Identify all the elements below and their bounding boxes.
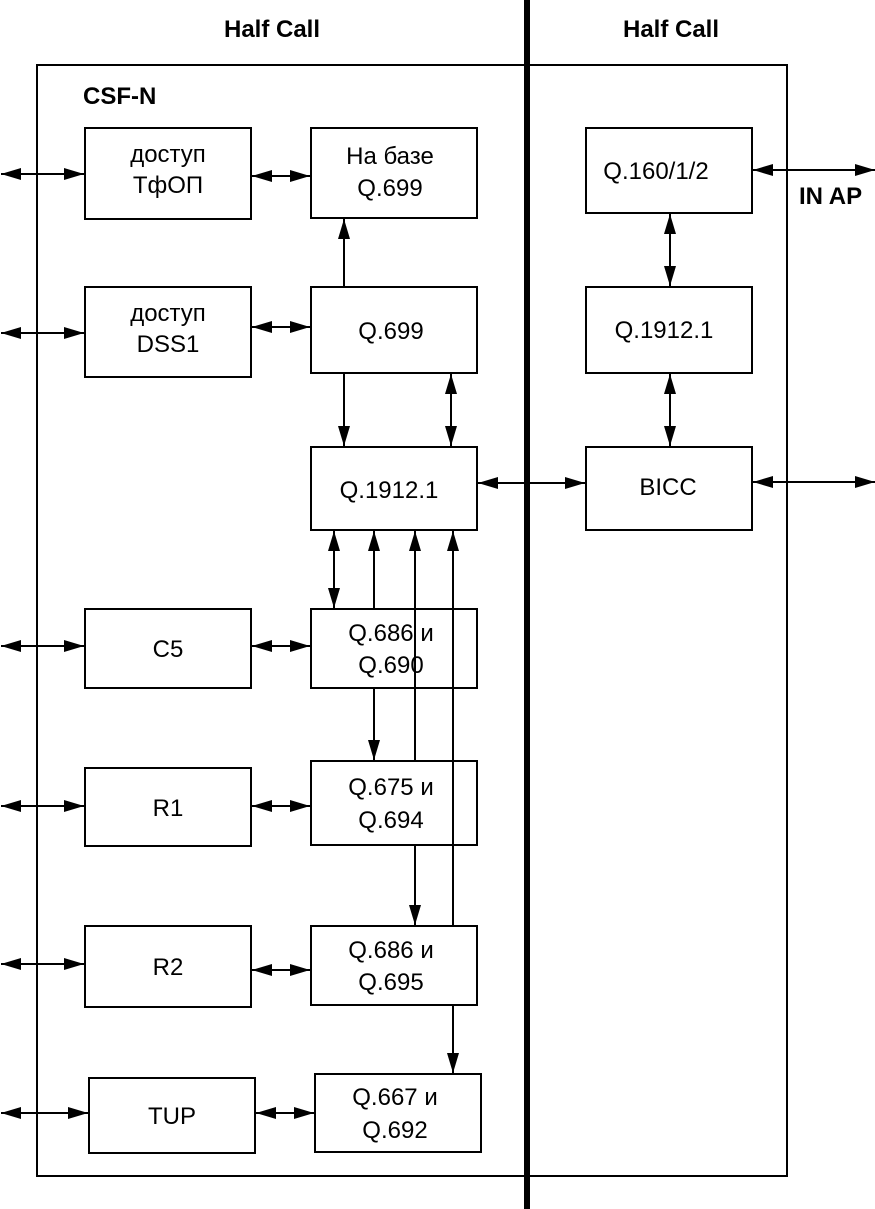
block-q675-694: Q.675 и Q.694 bbox=[310, 760, 478, 846]
block-label-line2: Q.695 bbox=[358, 969, 423, 996]
block-pstn-access: доступ ТфОП bbox=[84, 127, 252, 220]
block-label-line2: Q.694 bbox=[358, 807, 423, 834]
block-label-line1: R1 bbox=[153, 795, 184, 822]
block-label-line1: Q.686 и bbox=[348, 620, 433, 647]
block-dss1-access: доступ DSS1 bbox=[84, 286, 252, 378]
block-r1: R1 bbox=[84, 767, 252, 847]
block-q667-692: Q.667 и Q.692 bbox=[314, 1073, 482, 1153]
block-label-line1: Q.1912.1 bbox=[615, 317, 714, 344]
in-ap-label: IN AP bbox=[799, 183, 862, 210]
block-q1912-right: Q.1912.1 bbox=[585, 286, 753, 374]
block-q699: Q.699 bbox=[310, 286, 478, 374]
block-label-line1: доступ bbox=[130, 300, 206, 327]
block-c5: C5 bbox=[84, 608, 252, 689]
block-label-line1: BICC bbox=[639, 474, 696, 501]
block-label-line1: Q.667 и bbox=[352, 1084, 437, 1111]
block-tup: TUP bbox=[88, 1077, 256, 1154]
block-label-line1: Q.699 bbox=[358, 318, 423, 345]
block-label-line1: Q.686 и bbox=[348, 937, 433, 964]
block-label-line1: Q.160/1/2 bbox=[603, 158, 708, 185]
block-q1912-left: Q.1912.1 bbox=[310, 446, 478, 531]
block-label-line2: DSS1 bbox=[137, 331, 200, 358]
block-bicc: BICC bbox=[585, 446, 753, 531]
block-q686-690: Q.686 и Q.690 bbox=[310, 608, 478, 689]
right-half-call-header: Half Call bbox=[623, 16, 719, 43]
block-label-line1: доступ bbox=[130, 141, 206, 168]
block-label-line2: Q.690 bbox=[358, 652, 423, 679]
block-label-line1: C5 bbox=[153, 636, 184, 663]
block-label-line1: Q.675 и bbox=[348, 774, 433, 801]
block-label-line1: R2 bbox=[153, 954, 184, 981]
block-label-line1: Q.1912.1 bbox=[340, 477, 439, 504]
block-label-line2: Q.692 bbox=[362, 1117, 427, 1144]
outer-frame bbox=[36, 64, 788, 1177]
csf-n-label: CSF-N bbox=[83, 83, 156, 110]
block-label-line1: TUP bbox=[148, 1103, 196, 1130]
block-r2: R2 bbox=[84, 925, 252, 1008]
block-label-line2: ТфОП bbox=[133, 172, 203, 199]
block-q699-based: На базе Q.699 bbox=[310, 127, 478, 219]
block-q160: Q.160/1/2 bbox=[585, 127, 753, 214]
block-label-line2: Q.699 bbox=[357, 175, 422, 202]
left-half-call-header: Half Call bbox=[224, 16, 320, 43]
block-label-line1: На базе bbox=[346, 143, 434, 170]
block-q686-695: Q.686 и Q.695 bbox=[310, 925, 478, 1006]
